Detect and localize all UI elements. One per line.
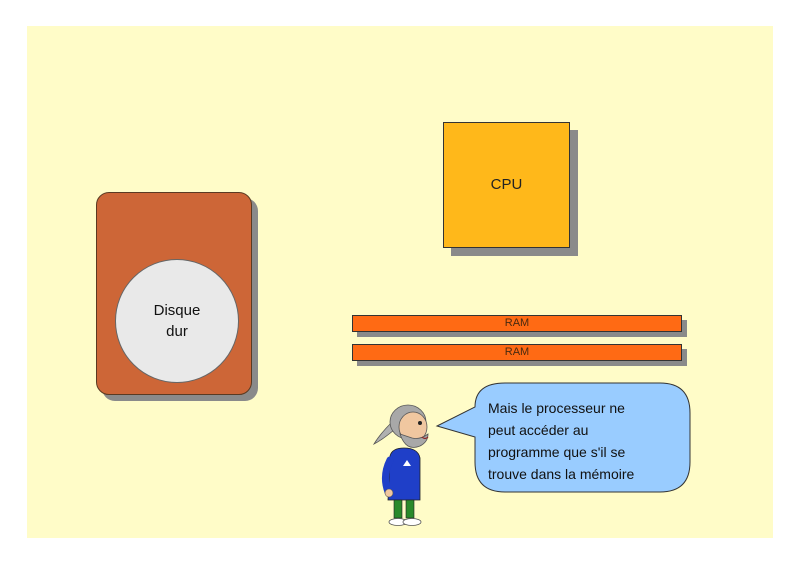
disk-platter bbox=[115, 259, 239, 383]
speech-line-3: programme que s'il se bbox=[488, 444, 626, 460]
speech-bubble-text: Mais le processeur ne peut accéder au pr… bbox=[488, 397, 688, 485]
disk-label: Disque dur bbox=[115, 300, 239, 342]
cpu-box bbox=[443, 122, 570, 248]
cartoon-presenter-icon bbox=[372, 404, 429, 526]
speech-line-1: Mais le processeur ne bbox=[488, 400, 625, 416]
ram-module-1: RAM bbox=[352, 315, 682, 332]
ram-module-2: RAM bbox=[352, 344, 682, 361]
disk-label-line2: dur bbox=[166, 323, 188, 340]
speech-line-2: peut accéder au bbox=[488, 422, 589, 438]
speech-line-4: trouve dans la mémoire bbox=[488, 466, 635, 482]
speech-bubble-shape bbox=[435, 382, 691, 493]
disk-label-line1: Disque bbox=[153, 302, 201, 319]
cpu-label: CPU bbox=[490, 176, 523, 193]
